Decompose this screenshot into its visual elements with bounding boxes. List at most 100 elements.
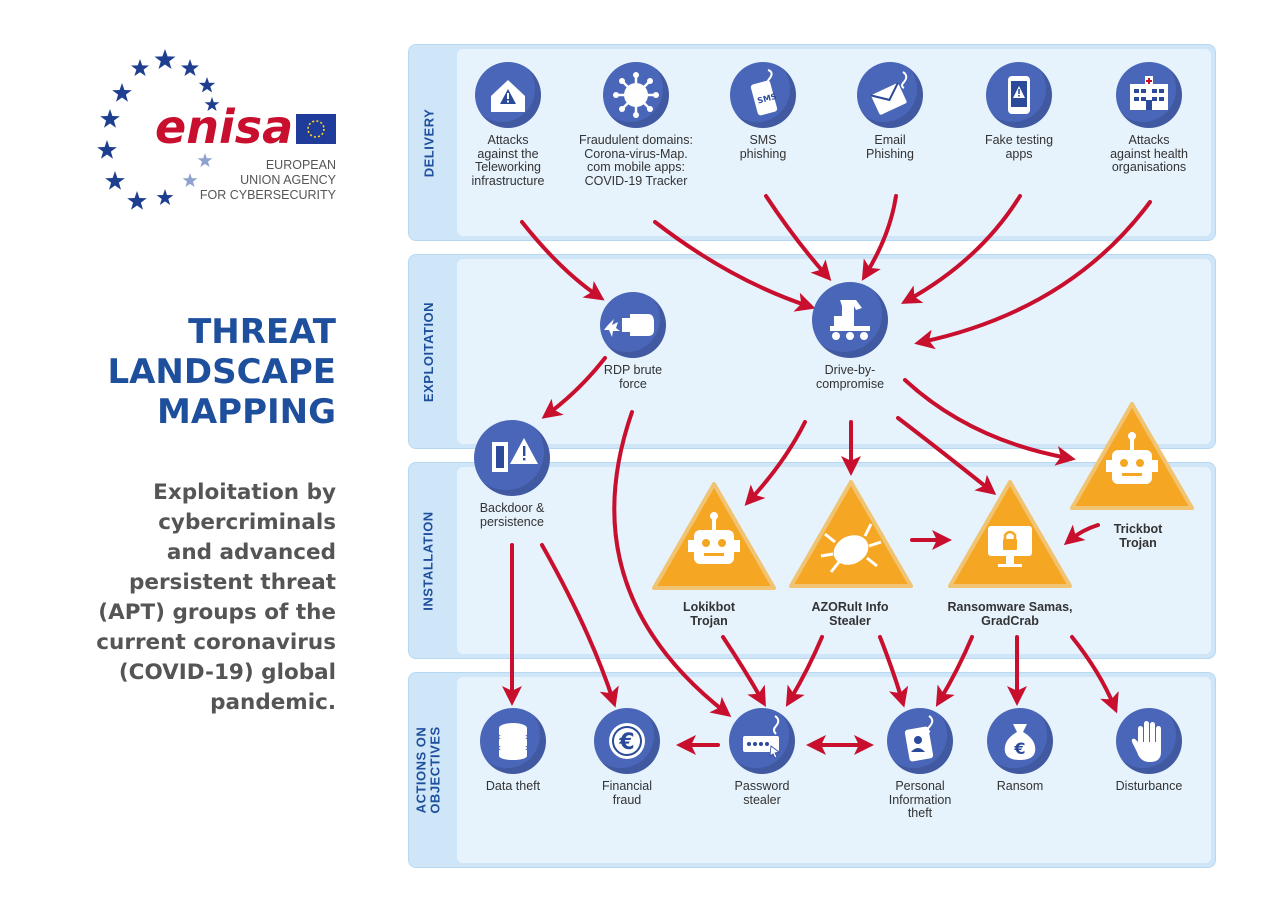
arrow <box>744 420 807 506</box>
label-line: apps <box>1005 146 1033 161</box>
label-line: fraud <box>612 792 642 807</box>
envelope-hook-icon <box>857 62 923 128</box>
node-email-phishing: Email Phishing <box>820 62 960 161</box>
subtitle-line: current coronavirus <box>96 630 336 655</box>
node-label: SMS phishing <box>693 133 833 161</box>
node-label: Drive-by- compromise <box>780 363 920 391</box>
label-line: RDP brute <box>603 363 663 377</box>
label-line: Email <box>874 133 906 147</box>
node-fraudulent-domains: Fraudulent domains: Corona-virus-Map. co… <box>566 62 706 188</box>
phone-warning-icon <box>986 62 1052 128</box>
euro-coin-icon: € <box>594 708 660 774</box>
label-line: Data theft <box>485 779 541 793</box>
label-line: stealer <box>743 792 781 807</box>
sms-hook-icon: SMS <box>730 62 796 128</box>
node-drive-by-compromise: Drive-by- compromise <box>780 282 920 391</box>
label-line: against health <box>1110 146 1188 161</box>
arrow <box>935 635 974 707</box>
label-line: Information <box>888 792 952 807</box>
door-warning-icon <box>474 420 550 496</box>
label-line: organisations <box>1111 160 1187 174</box>
arrow <box>764 194 832 281</box>
eu-flag-icon <box>296 114 336 144</box>
node-label: Backdoor & persistence <box>442 501 582 529</box>
arrow <box>540 543 619 708</box>
boxing-glove-icon <box>600 292 666 358</box>
arrow <box>653 220 816 312</box>
node-ransom: € Ransom <box>950 708 1090 794</box>
agency-line: FOR CYBERSECURITY <box>199 188 336 202</box>
label-line: phishing <box>739 146 787 161</box>
label-line: Fake testing <box>984 133 1054 147</box>
arrow <box>520 220 605 301</box>
hand-stop-icon <box>1116 708 1182 774</box>
arrow <box>903 378 1076 466</box>
label-line: Backdoor & <box>479 501 545 515</box>
node-label: Attacks against the Teleworking infrastr… <box>438 133 578 188</box>
subtitle-line: (COVID-19) global <box>118 660 336 685</box>
label-trickbot: Trickbot Trojan <box>1088 522 1188 550</box>
subtitle-line: persistent threat <box>128 570 336 595</box>
label-line: force <box>619 376 647 391</box>
trojan-horse-icon <box>812 282 888 358</box>
arrow <box>1070 635 1119 714</box>
node-teleworking: Attacks against the Teleworking infrastr… <box>438 62 578 188</box>
page-title: THREAT LANDSCAPE MAPPING <box>40 312 336 432</box>
virus-icon <box>603 62 669 128</box>
label-line: against the <box>477 146 539 161</box>
node-fake-testing-apps: Fake testing apps <box>949 62 1089 161</box>
hospital-icon <box>1116 62 1182 128</box>
monitor-lock-warning-icon <box>948 480 1072 588</box>
arrow <box>878 635 909 708</box>
label-line: Trickbot <box>1113 522 1163 536</box>
subtitle-line: pandemic. <box>210 690 336 715</box>
enisa-logo: enisa <box>155 100 294 154</box>
label-line: Phishing <box>866 146 914 161</box>
label-line: Attacks <box>1128 133 1170 147</box>
node-health-organisations: Attacks against health organisations <box>1079 62 1219 175</box>
label-line: Trojan <box>690 614 728 628</box>
label-line: infrastructure <box>471 173 545 188</box>
node-sms-phishing: SMS SMS phishing <box>693 62 833 161</box>
password-hook-icon <box>729 708 795 774</box>
arrow <box>896 416 997 495</box>
node-rdp-brute-force: RDP brute force <box>563 292 703 391</box>
node-label: Personal Information theft <box>850 779 990 821</box>
node-password-stealer: Password stealer <box>692 708 832 807</box>
node-backdoor-persistence: Backdoor & persistence <box>442 420 582 529</box>
arrow <box>612 410 732 717</box>
node-label: Fake testing apps <box>949 133 1089 161</box>
label-line: Attacks <box>487 133 529 147</box>
label-line: Ransom <box>996 779 1044 793</box>
label-line: Lokikbot <box>682 600 736 614</box>
node-data-theft: Data theft <box>443 708 583 794</box>
page-subtitle: Exploitation by cybercriminals and advan… <box>30 478 336 718</box>
title-line: THREAT <box>188 312 336 352</box>
arrow <box>541 356 607 419</box>
label-ransomware: Ransomware Samas, GradCrab <box>925 600 1095 628</box>
label-line: theft <box>907 806 933 820</box>
star-ring-icon <box>97 49 220 210</box>
label-line: com mobile apps: <box>587 160 685 174</box>
money-bag-icon: € <box>987 708 1053 774</box>
node-personal-information-theft: Personal Information theft <box>850 708 990 821</box>
label-line: Drive-by- <box>824 363 876 377</box>
label-line: compromise <box>815 376 885 391</box>
subtitle-line: cybercriminals <box>158 510 336 535</box>
label-line: Personal <box>895 779 945 793</box>
robot-warning-icon <box>1070 402 1194 510</box>
label-line: GradCrab <box>981 614 1039 628</box>
arrow <box>914 200 1152 350</box>
node-label: Password stealer <box>692 779 832 807</box>
node-label: Disturbance <box>1079 779 1219 794</box>
arrow <box>861 194 898 281</box>
label-lokibot: Lokikbot Trojan <box>634 600 784 628</box>
agency-name: EUROPEAN UNION AGENCY FOR CYBERSECURITY <box>190 158 336 203</box>
id-card-hook-icon <box>887 708 953 774</box>
node-label: Ransom <box>950 779 1090 794</box>
label-line: Password <box>734 779 790 793</box>
euro-symbol: € <box>618 730 634 755</box>
label-line: Corona-virus-Map. <box>584 146 688 161</box>
node-label: Email Phishing <box>820 133 960 161</box>
